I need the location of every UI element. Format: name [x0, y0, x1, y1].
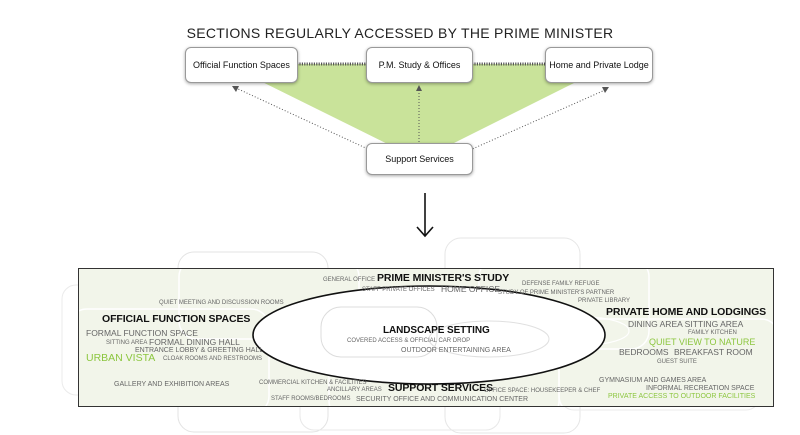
- program-map-panel: LANDSCAPE SETTING COVERED ACCESS & OFFIC…: [78, 268, 774, 407]
- sitting-area-label: SITTING AREA: [106, 340, 148, 346]
- bedrooms-label: BEDROOMS: [619, 347, 669, 357]
- landscape-setting-title: LANDSCAPE SETTING: [383, 325, 490, 336]
- private-home-heading: PRIVATE HOME AND LODGINGS: [606, 306, 767, 318]
- entrance-lobby-label: ENTRANCE LOBBY & GREETING HALL: [135, 347, 264, 354]
- defense-refuge-label: DEFENSE FAMILY REFUGE: [522, 281, 600, 287]
- private-access-label: PRIVATE ACCESS TO OUTDOOR FACILITIES: [608, 393, 756, 400]
- guest-suite-label: GUEST SUITE: [657, 359, 697, 365]
- staff-rooms-label: STAFF ROOMS/BEDROOMS: [271, 396, 351, 402]
- breakfast-room-label: BREAKFAST ROOM: [674, 347, 753, 357]
- home-office-label: HOME OFFICE: [441, 284, 501, 294]
- arrowhead-home: [602, 87, 609, 93]
- urban-vista-label: URBAN VISTA: [86, 352, 156, 364]
- support-to-official-dotted: [235, 87, 371, 151]
- cloak-rooms-label: CLOAK ROOMS AND RESTROOMS: [163, 356, 263, 362]
- landscape-setting-ellipse: [252, 285, 606, 385]
- gallery-exhibition-label: GALLERY AND EXHIBITION AREAS: [114, 381, 230, 388]
- formal-function-label: FORMAL FUNCTION SPACE: [86, 328, 198, 338]
- private-library-label: PRIVATE LIBRARY: [578, 298, 631, 304]
- home-private-lodge-box: Home and Private Lodge: [545, 47, 653, 83]
- formal-dining-label: FORMAL DINING HALL: [149, 337, 240, 347]
- covered-access-label: COVERED ACCESS & OFFICIAL CAR DROP: [347, 338, 471, 344]
- down-arrow-head: [416, 226, 434, 238]
- dining-sitting-label: DINING AREA SITTING AREA: [628, 319, 744, 329]
- study-partner-label: STUDY OF PRIME MINISTER'S PARTNER: [498, 290, 615, 296]
- official-function-spaces-box: Official Function Spaces: [185, 47, 298, 83]
- support-to-home-dotted: [469, 89, 606, 151]
- security-office-label: SECURITY OFFICE AND COMMUNICATION CENTER: [356, 396, 529, 403]
- gymnasium-label: GYMNASIUM AND GAMES AREA: [599, 377, 707, 384]
- arrowhead-study: [416, 85, 422, 91]
- access-diagram: [226, 62, 612, 238]
- official-function-heading: OFFICIAL FUNCTION SPACES: [102, 313, 251, 325]
- pm-study-heading: PRIME MINISTER'S STUDY: [377, 272, 510, 284]
- informal-recreation-label: INFORMAL RECREATION SPACE: [646, 385, 755, 392]
- program-map-shapes: [79, 269, 773, 406]
- outdoor-entertaining-label: OUTDOOR ENTERTAINING AREA: [401, 347, 511, 354]
- staff-private-offices-label: STAFF PRIVATE OFFICES: [362, 287, 435, 293]
- commercial-kitchen-label: COMMERCIAL KITCHEN & FACILITIES: [259, 380, 367, 386]
- family-kitchen-label: FAMILY KITCHEN: [688, 330, 737, 336]
- ancillary-areas-label: ANCILLARY AREAS: [327, 387, 382, 393]
- support-services-box: Support Services: [366, 143, 473, 175]
- office-space-label: OFFICE SPACE: HOUSEKEEPER & CHEF: [484, 388, 601, 394]
- general-office-label: GENERAL OFFICE: [323, 277, 376, 283]
- diagram-title: SECTIONS REGULARLY ACCESSED BY THE PRIME…: [186, 25, 614, 41]
- arrowhead-official: [232, 86, 239, 92]
- support-services-heading: SUPPORT SERVICES: [388, 382, 493, 394]
- quiet-meeting-label: QUIET MEETING AND DISCUSSION ROOMS: [159, 300, 284, 306]
- pm-study-offices-box: P.M. Study & Offices: [366, 47, 473, 83]
- quiet-view-label: QUIET VIEW TO NATURE: [649, 337, 756, 347]
